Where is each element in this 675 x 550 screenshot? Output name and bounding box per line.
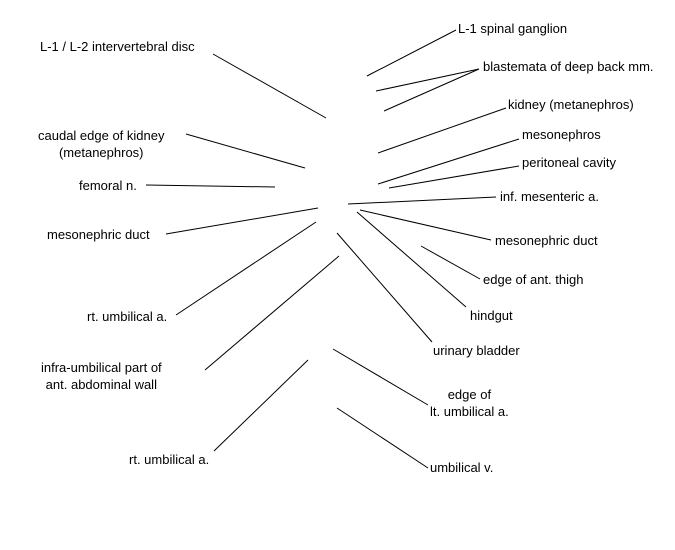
label-caudal-edge-of-kidney: caudal edge of kidney (metanephros) [38, 127, 164, 161]
leader-line-mesonephros [377, 138, 520, 185]
leader-line-kidney [377, 107, 507, 154]
leader-line-umbilical-v [336, 407, 429, 469]
leader-line-blastemata-b [383, 68, 480, 112]
leader-line-urinary-bladder [336, 232, 433, 343]
label-umbilical-v: umbilical v. [430, 460, 494, 475]
label-infra-umbilical-abdominal-wall: infra-umbilical part of ant. abdominal w… [41, 359, 162, 393]
label-infra-umbilical-line1: infra-umbilical part of [41, 360, 162, 375]
label-rt-umbilical-a-lower: rt. umbilical a. [129, 452, 210, 467]
leader-line-rt-umbilical-a-upper [175, 221, 317, 316]
leader-line-femoral-n [145, 184, 276, 188]
label-inf-mesenteric-a: inf. mesenteric a. [500, 189, 599, 204]
label-hindgut: hindgut [470, 308, 513, 323]
label-caudal-edge-of-kidney-line1: caudal edge of kidney [38, 128, 165, 143]
label-femoral-n: femoral n. [79, 178, 137, 193]
label-edge-of-lt-umbilical-line1: edge of [447, 387, 492, 402]
label-mesonephric-duct-left: mesonephric duct [47, 227, 150, 242]
label-l1-spinal-ganglion: L-1 spinal ganglion [458, 21, 568, 36]
leader-line-edge-ant-thigh [420, 245, 481, 280]
leader-line-edge-lt-umbilical-a [332, 348, 429, 406]
label-edge-of-ant-thigh: edge of ant. thigh [483, 272, 584, 287]
label-urinary-bladder: urinary bladder [433, 343, 520, 358]
leader-line-infra-umbilical [204, 255, 340, 371]
label-blastemata-deep-back-mm: blastemata of deep back mm. [483, 59, 654, 74]
leader-line-rt-umbilical-a-lower [213, 359, 309, 452]
label-mesonephros: mesonephros [522, 127, 601, 142]
label-caudal-edge-of-kidney-line2: (metanephros) [58, 145, 144, 160]
label-kidney-metanephros: kidney (metanephros) [508, 97, 634, 112]
leader-line-inf-mesenteric-a [347, 196, 497, 205]
label-edge-of-lt-umbilical-line2: lt. umbilical a. [430, 404, 509, 419]
label-infra-umbilical-line2: ant. abdominal wall [45, 377, 157, 392]
leader-line-blastemata-a [375, 68, 480, 92]
leader-line-l1-spinal-ganglion [366, 29, 457, 77]
leader-line-mesonephric-duct-left [165, 207, 319, 235]
label-mesonephric-duct-right: mesonephric duct [495, 233, 598, 248]
label-l1-l2-intervertebral-disc: L-1 / L-2 intervertebral disc [40, 39, 195, 54]
label-rt-umbilical-a-upper: rt. umbilical a. [87, 309, 168, 324]
leader-line-caudal-kidney [185, 133, 306, 169]
label-edge-of-lt-umbilical-a: edge of lt. umbilical a. [430, 386, 509, 420]
leader-line-peritoneal-cavity [388, 165, 520, 189]
leader-line-l1-disc [212, 53, 327, 119]
leader-line-hindgut [356, 211, 467, 308]
leader-line-mesonephric-duct-right [359, 209, 492, 241]
label-peritoneal-cavity: peritoneal cavity [522, 155, 616, 170]
